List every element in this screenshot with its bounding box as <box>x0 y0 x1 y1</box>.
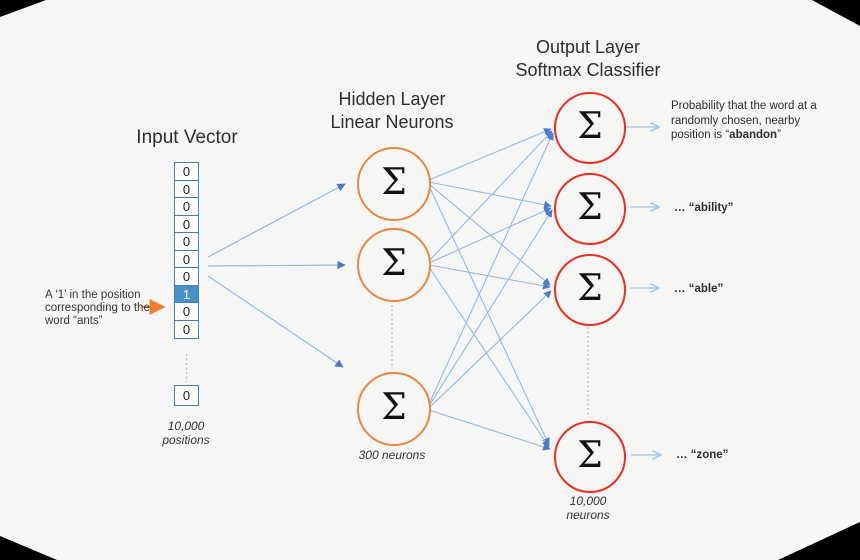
ability-label: … “ability” <box>674 201 733 216</box>
sigma-symbol: Σ <box>577 434 603 476</box>
output-neuron-4: Σ <box>554 421 626 493</box>
abandon-line1: Probability that the word at a <box>671 100 817 112</box>
input-vector-last-cell: 0 <box>174 385 199 406</box>
sigma-symbol: Σ <box>381 161 407 203</box>
input-to-hidden-arrows <box>207 183 346 368</box>
output-neuron-1: Σ <box>554 92 626 164</box>
output-layer-title-line1: Output Layer <box>535 37 641 57</box>
hidden-neuron-1: Σ <box>357 147 431 221</box>
output-layer-title-line2: Softmax Classifier <box>515 60 661 80</box>
hidden-to-output-arrows <box>428 128 554 451</box>
zone-label: … “zone” <box>676 448 728 463</box>
abandon-line3-pre: position is “ <box>671 129 730 141</box>
input-vector-cell: 0 <box>174 302 199 321</box>
output-neuron-2: Σ <box>554 173 626 245</box>
input-vector-cell: 0 <box>174 214 199 234</box>
ability-prefix: … <box>674 202 689 214</box>
ability-word: “ability” <box>688 202 734 214</box>
ants-annotation-line1: A ‘1’ in the position <box>45 289 141 301</box>
input-vector-active-cell: 1 <box>174 284 199 304</box>
hidden-layer-title-line2: Linear Neurons <box>330 112 454 132</box>
input-vector-cell: 0 <box>174 197 199 216</box>
input-vector-cell: 0 <box>174 319 199 339</box>
output-to-label-arrows <box>626 127 661 455</box>
sigma-symbol: Σ <box>577 186 603 228</box>
corner-artifact-top-right <box>812 0 860 26</box>
sigma-symbol: Σ <box>381 242 407 284</box>
output-layer-caption-line1: 10,000 <box>569 494 607 508</box>
corner-artifact-bottom-right <box>778 522 860 560</box>
ants-annotation: A ‘1’ in the position corresponding to t… <box>45 289 165 328</box>
zone-prefix: … <box>676 449 691 461</box>
hidden-layer-caption: 300 neurons <box>358 448 426 462</box>
input-vector-cell: 0 <box>174 179 199 199</box>
output-layer-caption: 10,000 neurons <box>538 494 638 522</box>
hidden-layer-title: Hidden Layer Linear Neurons <box>312 88 472 134</box>
corner-artifact-top-left <box>0 0 46 17</box>
ants-annotation-line2: corresponding to the <box>45 302 150 314</box>
probability-abandon-label: Probability that the word at a randomly … <box>671 99 846 143</box>
able-label: … “able” <box>674 282 723 297</box>
hidden-neuron-3: Σ <box>357 372 431 446</box>
input-vector-caption: 10,000 positions <box>136 419 236 447</box>
zone-word: “zone” <box>690 449 729 461</box>
input-layer-title: Input Vector <box>136 127 238 148</box>
abandon-line2: randomly chosen, nearby <box>671 114 801 127</box>
abandon-line3-post: ” <box>777 129 781 141</box>
sigma-symbol: Σ <box>577 267 603 309</box>
input-one-hot-vector: 0 0 0 0 0 0 0 1 0 0 <box>174 162 199 339</box>
input-vector-cell: 0 <box>174 232 199 251</box>
input-vector-cell: 0 <box>174 249 199 269</box>
able-prefix: … <box>674 283 689 295</box>
abandon-word: abandon <box>729 129 778 141</box>
ants-annotation-line3: word “ants” <box>45 315 103 327</box>
output-layer-title: Output Layer Softmax Classifier <box>498 36 678 82</box>
input-vector-caption-line1: 10,000 <box>167 419 205 433</box>
output-layer-caption-line2: neurons <box>566 508 610 522</box>
output-neuron-3: Σ <box>554 254 626 326</box>
sigma-symbol: Σ <box>577 105 603 147</box>
able-word: “able” <box>688 283 724 295</box>
input-vector-caption-line2: positions <box>162 433 210 447</box>
corner-artifact-bottom-left <box>0 536 57 560</box>
hidden-neuron-2: Σ <box>357 228 431 302</box>
input-vector-cell: 0 <box>174 267 199 286</box>
abandon-line3: position is “abandon” <box>671 128 846 143</box>
sigma-symbol: Σ <box>381 386 407 428</box>
input-vector-cell: 0 <box>174 162 199 181</box>
hidden-layer-title-line1: Hidden Layer <box>338 89 446 109</box>
